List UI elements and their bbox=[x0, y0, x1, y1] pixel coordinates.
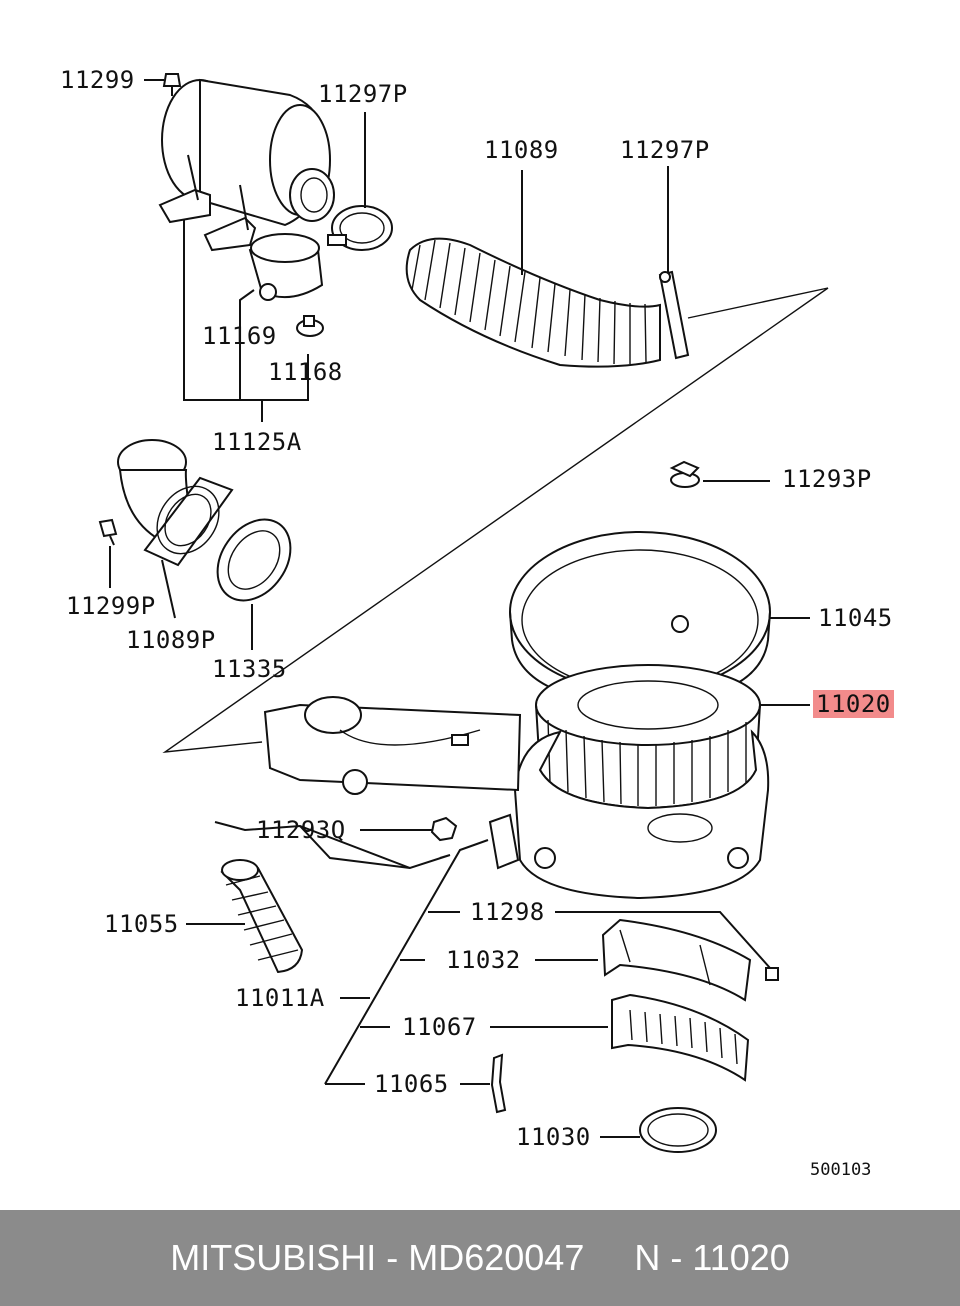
grommet-11168 bbox=[296, 315, 324, 337]
label-11335: 11335 bbox=[212, 655, 287, 683]
label-11125A: 11125A bbox=[212, 428, 302, 456]
label-11055: 11055 bbox=[104, 910, 179, 938]
housing-body bbox=[513, 729, 770, 900]
label-11020-highlighted: 11020 bbox=[813, 690, 894, 718]
label-11298: 11298 bbox=[470, 898, 545, 926]
top-air-cleaner-body bbox=[158, 78, 335, 252]
element-11067 bbox=[611, 993, 750, 1082]
wing-nut-11293P bbox=[669, 460, 700, 488]
bolt-11299P bbox=[98, 518, 118, 546]
label-11299P: 11299P bbox=[66, 592, 156, 620]
label-11293P: 11293P bbox=[782, 465, 872, 493]
label-11045: 11045 bbox=[818, 604, 893, 632]
bracket-11298 bbox=[488, 813, 520, 870]
label-11067: 11067 bbox=[402, 1013, 477, 1041]
clip-11065 bbox=[490, 1053, 507, 1114]
leader-lines bbox=[109, 79, 829, 1138]
bellows-11055 bbox=[220, 859, 304, 974]
band-11297P bbox=[658, 270, 690, 360]
elbow-11089P bbox=[117, 439, 234, 567]
inlet-duct bbox=[263, 696, 522, 795]
label-11168: 11168 bbox=[268, 358, 343, 386]
bracket-11032 bbox=[601, 918, 752, 1002]
label-11089P: 11089P bbox=[126, 626, 216, 654]
exploded-view-drawing bbox=[98, 73, 829, 1153]
label-11065: 11065 bbox=[374, 1070, 449, 1098]
footer-part-info: MITSUBISHI - MD620047 N - 11020 bbox=[170, 1237, 790, 1278]
label-11293Q: 11293Q bbox=[256, 816, 346, 844]
nut-11293Q bbox=[430, 816, 458, 842]
label-11032: 11032 bbox=[446, 946, 521, 974]
label-11169: 11169 bbox=[202, 322, 277, 350]
gasket-11335 bbox=[216, 518, 292, 602]
label-11089: 11089 bbox=[484, 136, 559, 164]
label-11030: 11030 bbox=[516, 1123, 591, 1151]
footer-bar: MITSUBISHI - MD620047 N - 11020 bbox=[0, 1210, 960, 1306]
rubber-hose-11169 bbox=[248, 233, 324, 301]
label-11299: 11299 bbox=[60, 66, 135, 94]
ring-11030 bbox=[639, 1107, 717, 1153]
hose-clamp-top bbox=[327, 205, 393, 251]
corrugated-duct-11089 bbox=[405, 237, 661, 368]
cover-11045 bbox=[509, 531, 771, 707]
parts-diagram: 11299 11297P 11089 11297P 11169 11168 11… bbox=[60, 66, 894, 1180]
bolt-11299 bbox=[162, 73, 182, 96]
screw-11298 bbox=[765, 967, 779, 981]
diagram-reference-number: 500103 bbox=[810, 1160, 872, 1180]
label-11297P-top: 11297P bbox=[318, 80, 408, 108]
label-11297P-band: 11297P bbox=[620, 136, 710, 164]
filter-element-11020 bbox=[535, 664, 761, 810]
label-11011A: 11011A bbox=[235, 984, 325, 1012]
